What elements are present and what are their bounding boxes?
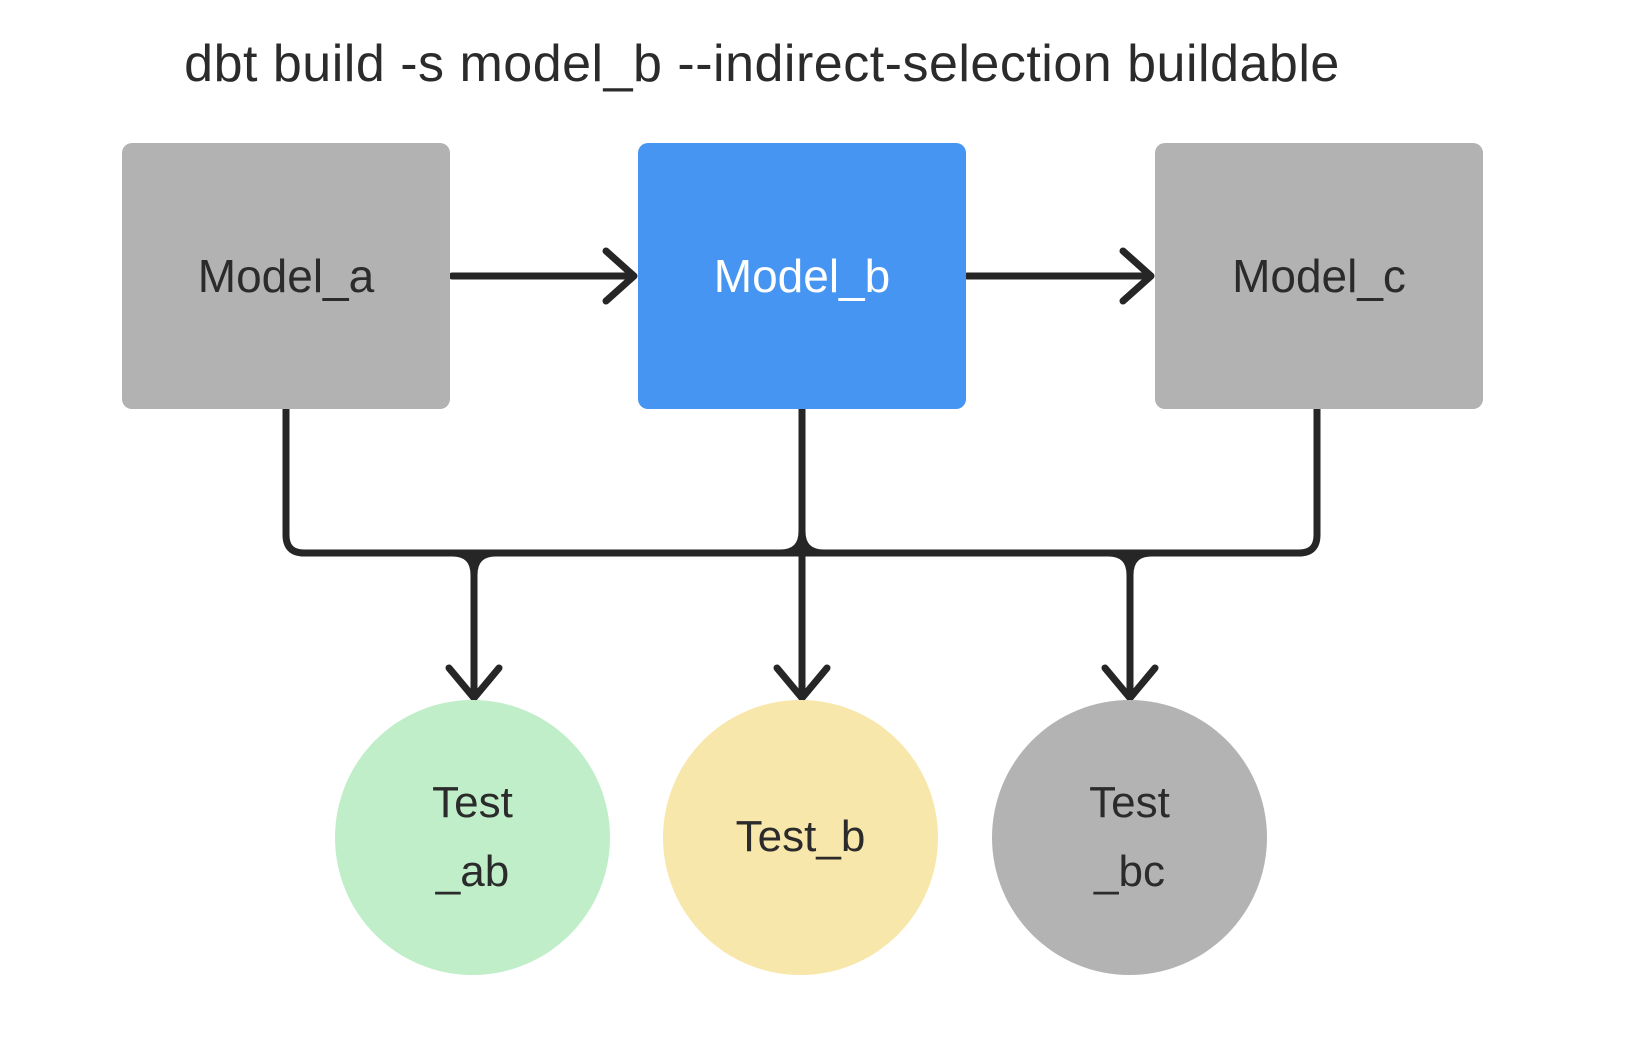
node-test-ab-label-line1: Test xyxy=(432,778,513,828)
diagram-title: dbt build -s model_b --indirect-selectio… xyxy=(184,35,1340,93)
arrowhead-right-model-c-icon xyxy=(1119,247,1155,305)
node-model-c-label: Model_c xyxy=(1232,250,1406,302)
node-model-c: Model_c xyxy=(1155,143,1483,409)
node-test-ab-label-line2: _ab xyxy=(435,846,510,896)
node-test-ab: Test _ab xyxy=(335,700,610,975)
edge-bus-to-test-bc xyxy=(1104,549,1156,695)
node-test-bc: Test _bc xyxy=(992,700,1267,975)
node-test-bc-label-line2: _bc xyxy=(1094,846,1165,896)
arrowhead-right-model-b-icon xyxy=(602,247,638,305)
arrowhead-down-test-b-icon xyxy=(773,664,831,702)
node-test-b: Test_b xyxy=(663,700,938,975)
node-model-a-label: Model_a xyxy=(197,250,375,302)
edge-bus-to-test-ab xyxy=(448,549,500,695)
arrowhead-down-test-ab-icon xyxy=(445,664,503,702)
edge-junction-center xyxy=(776,527,828,557)
node-test-bc-label-line1: Test xyxy=(1089,778,1170,828)
node-model-b-label: Model_b xyxy=(713,250,891,302)
node-model-a: Model_a xyxy=(122,143,450,409)
node-model-b: Model_b xyxy=(638,143,966,409)
arrowhead-down-test-bc-icon xyxy=(1101,664,1159,702)
node-test-b-label-line1: Test_b xyxy=(735,812,866,862)
